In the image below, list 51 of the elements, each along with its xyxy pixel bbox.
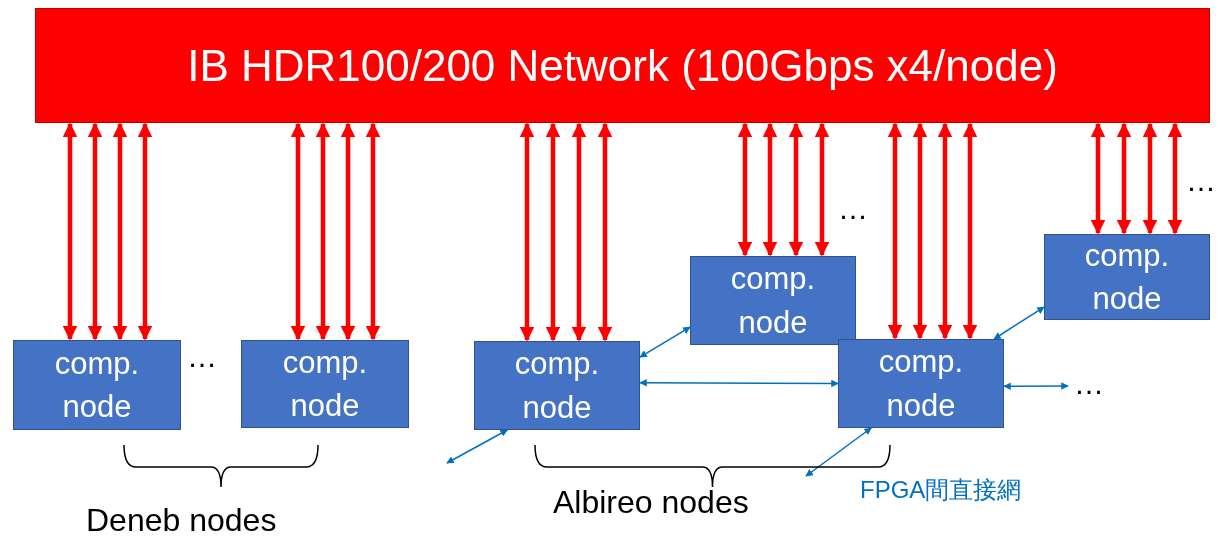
node-label: comp. node (513, 345, 601, 427)
arrow (962, 122, 978, 340)
arrow (762, 122, 778, 257)
arrow (545, 122, 561, 342)
arrow (315, 122, 331, 341)
arrow (446, 429, 508, 464)
compute-node-box (13, 340, 181, 430)
compute-node-box (474, 341, 640, 430)
arrow (1167, 122, 1183, 235)
ellipsis: … (187, 340, 217, 374)
arrow (571, 122, 587, 342)
arrow (519, 122, 535, 342)
arrow (1142, 122, 1158, 235)
arrow (639, 326, 691, 358)
arrow (340, 122, 356, 341)
arrow (87, 122, 103, 341)
compute-node-box (1044, 234, 1210, 320)
network-label: FPGA間直接網 (860, 475, 1022, 505)
compute-node-box (690, 256, 856, 345)
arrow (290, 122, 306, 341)
arrow (365, 122, 381, 341)
arrow (597, 122, 613, 342)
node-label: comp. node (729, 260, 817, 342)
arrow (912, 122, 928, 340)
node-label: comp. node (877, 343, 965, 425)
group-label: Albireo nodes (553, 484, 749, 521)
group-label: Deneb nodes (86, 502, 277, 539)
compute-node-box (241, 340, 409, 428)
network-bar (35, 8, 1210, 123)
arrow (805, 427, 872, 477)
arrow (887, 122, 903, 340)
arrow (112, 122, 128, 341)
node-label: comp. node (53, 344, 141, 426)
ellipsis: … (838, 192, 868, 226)
arrow (639, 379, 839, 388)
arrow (1090, 122, 1106, 235)
node-label: IB HDR100/200 Network (100Gbps x4/node) (187, 39, 1058, 92)
arrow (993, 306, 1045, 340)
arrow (937, 122, 953, 340)
ellipsis: … (1186, 164, 1216, 198)
arrow (137, 122, 153, 341)
node-label: comp. node (1083, 236, 1171, 318)
compute-node-box (838, 339, 1004, 428)
arrow (1116, 122, 1132, 235)
arrow (62, 122, 78, 341)
node-label: comp. node (281, 343, 369, 425)
ellipsis: … (1074, 366, 1104, 402)
arrow (737, 122, 753, 257)
arrow (1003, 382, 1069, 390)
arrow (814, 122, 830, 257)
arrow (788, 122, 804, 257)
